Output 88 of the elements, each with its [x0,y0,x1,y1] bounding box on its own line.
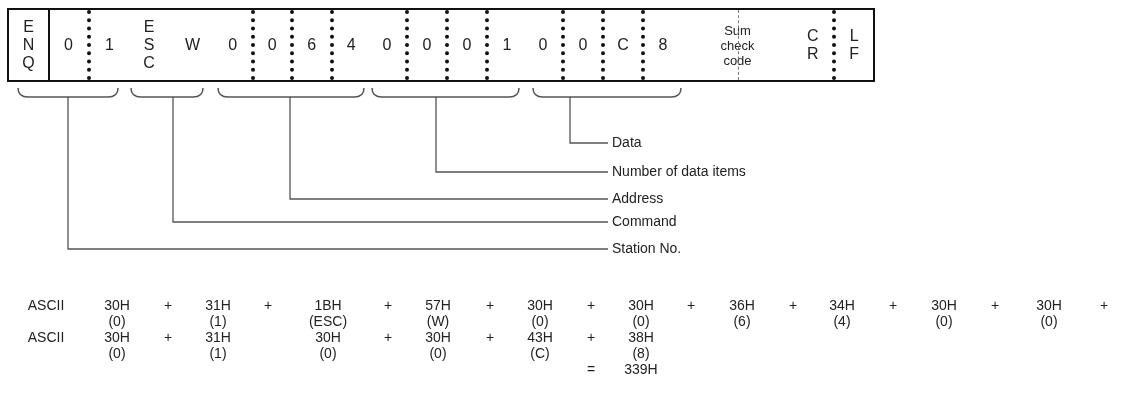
hex-code: 38H [628,329,654,345]
operator: + [383,297,393,313]
field-text: 0 [462,36,472,54]
field-text: 0 [382,36,392,54]
operator: + [163,329,173,345]
character-note: (0) [319,345,337,361]
operator: + [263,297,273,313]
character-note: (0) [632,313,650,329]
hex-code: 43H [527,329,553,345]
row-heading: ASCII [27,329,65,345]
field-label: Number of data items [612,163,746,179]
hex-code: 36H [729,297,755,313]
hex-code: 30H [104,329,130,345]
hex-code: 31H [205,297,231,313]
character-note: (0) [108,313,126,329]
operator: + [485,329,495,345]
field-text: 0 [228,36,238,54]
character-note: (0) [1040,313,1058,329]
bracket [532,87,682,98]
hex-code: 30H [628,297,654,313]
character-note: (4) [833,313,851,329]
leader-line [172,96,609,223]
bracket [371,87,520,98]
hex-code: 30H [315,329,341,345]
hex-code: 30H [931,297,957,313]
character-note: (0) [935,313,953,329]
bracket [130,87,204,98]
bracket [217,87,365,98]
field-text: 0 [267,36,277,54]
field-label: Data [612,134,642,150]
field-text: 0 [422,36,432,54]
field-text: 0 [578,36,588,54]
operator: + [586,297,596,313]
character-note: (6) [733,313,751,329]
field-text: 6 [307,36,317,54]
character-note: (0) [531,313,549,329]
sum-result: 339H [624,361,658,377]
character-note: (8) [632,345,650,361]
field-text: C R [806,27,819,63]
operator: + [788,297,798,313]
character-note: (W) [426,313,450,329]
operator: + [990,297,1000,313]
row-heading: ASCII [27,297,65,313]
frame-field [794,8,875,82]
field-text: Sum check code [720,22,755,68]
field-text: L F [849,27,860,63]
character-note: (0) [108,345,126,361]
field-text: 1 [105,36,114,54]
leader-line [435,96,609,173]
operator: + [888,297,898,313]
field-text: E S C [143,18,155,72]
hex-code: 30H [425,329,451,345]
field-label: Address [612,190,664,206]
field-text: C [617,36,629,54]
character-note: (1) [209,345,227,361]
hex-code: 30H [1036,297,1062,313]
field-text: 0 [538,36,548,54]
operator: = [586,361,596,377]
leader-line [569,96,609,144]
hex-code: 30H [104,297,130,313]
field-text: E N Q [22,18,35,72]
hex-code: 34H [829,297,855,313]
character-note: (ESC) [308,313,348,329]
character-note: (0) [429,345,447,361]
frame-field [50,8,130,82]
bracket [17,87,119,98]
field-label: Station No. [612,240,682,256]
hex-code: 1BH [314,297,342,313]
character-note: (C) [530,345,550,361]
field-text: 1 [502,36,512,54]
field-text: 4 [346,36,356,54]
field-text: 0 [64,36,73,54]
field-label: Command [612,213,677,229]
operator: + [586,329,596,345]
operator: + [485,297,495,313]
operator: + [163,297,173,313]
hex-code: 30H [527,297,553,313]
field-text: W [184,36,201,54]
character-note: (1) [209,313,227,329]
operator: + [383,329,393,345]
field-text: 8 [658,36,668,54]
operator: + [1099,297,1109,313]
leader-line [289,96,609,200]
hex-code: 57H [425,297,451,313]
operator: + [686,297,696,313]
hex-code: 31H [205,329,231,345]
frame-field [7,8,50,82]
leader-line [67,96,609,250]
